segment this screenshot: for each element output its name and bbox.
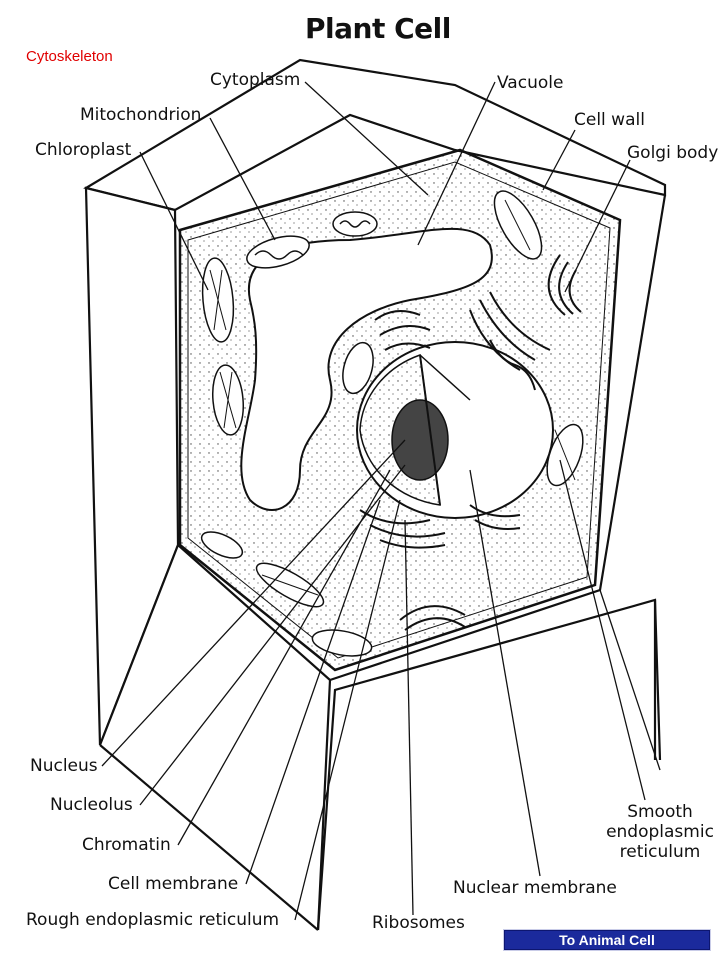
label-chromatin: Chromatin [82, 835, 171, 855]
label-golgi-body: Golgi body [627, 143, 719, 163]
label-smooth-er: Smooth endoplasmic reticulum [600, 802, 720, 862]
golgi-body [399, 254, 582, 631]
to-animal-cell-button[interactable]: To Animal Cell [503, 929, 711, 951]
cytoskeleton-link[interactable]: Cytoskeleton [26, 48, 113, 65]
label-chloroplast: Chloroplast [35, 140, 132, 160]
label-smooth-er-line1: Smooth [627, 802, 693, 822]
leader-lines [101, 81, 661, 921]
label-nucleolus: Nucleolus [50, 795, 133, 815]
label-cell-membrane: Cell membrane [108, 874, 239, 894]
label-smooth-er-line2: endoplasmic [606, 822, 714, 842]
label-nucleus: Nucleus [30, 756, 98, 776]
label-ribosomes: Ribosomes [372, 913, 465, 933]
label-rough-er: Rough endoplasmic reticulum [26, 910, 280, 930]
diagram-title: Plant Cell [305, 12, 451, 45]
mitochondria [200, 211, 378, 657]
chloroplasts [201, 190, 584, 608]
vacuole-shape [240, 227, 493, 511]
label-vacuole: Vacuole [497, 73, 564, 93]
label-cell-wall: Cell wall [574, 110, 645, 130]
label-mitochondrion: Mitochondrion [80, 105, 202, 125]
label-cytoplasm: Cytoplasm [210, 70, 301, 90]
label-smooth-er-line3: reticulum [619, 842, 701, 862]
label-nuclear-membrane: Nuclear membrane [453, 878, 617, 898]
nucleus-shape [356, 341, 554, 519]
